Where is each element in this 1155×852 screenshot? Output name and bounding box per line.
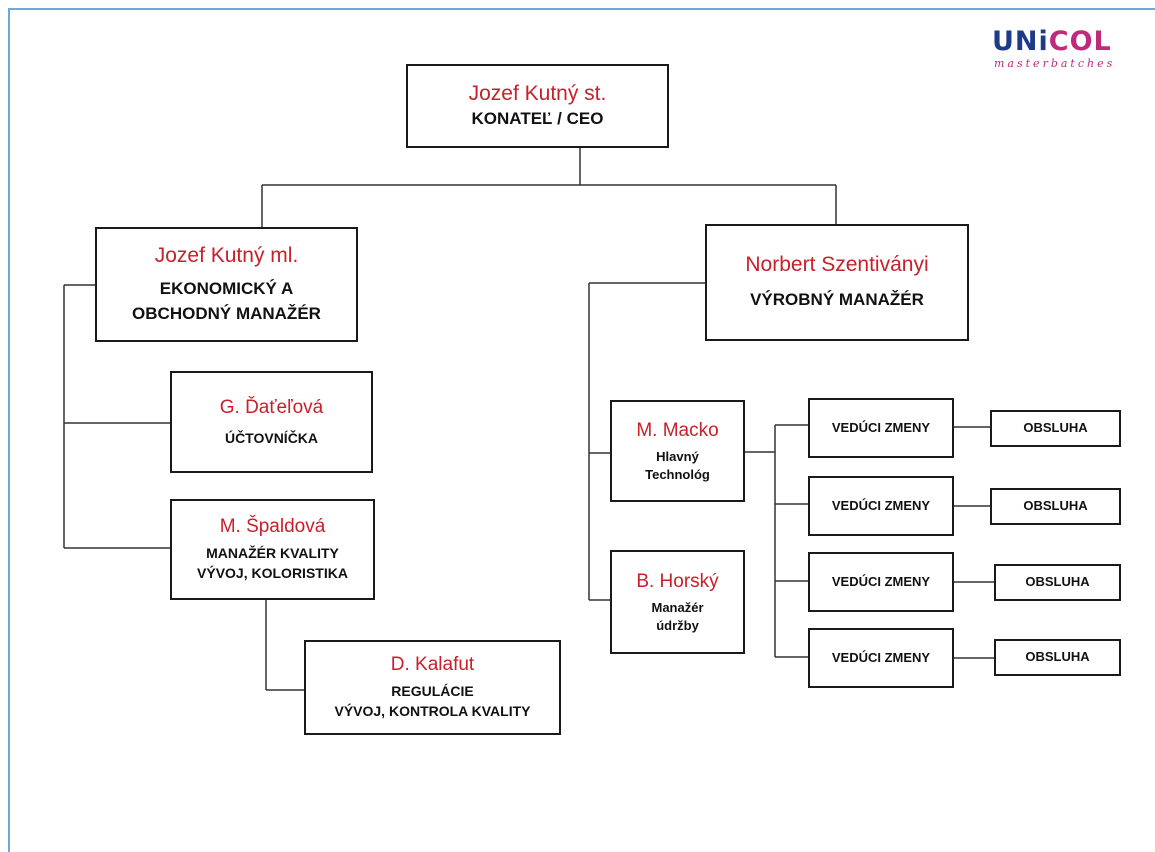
node-operator: OBSLUHA	[990, 488, 1121, 525]
node-economic-manager: Jozef Kutný ml. EKONOMICKÝ A OBCHODNÝ MA…	[95, 227, 358, 342]
node-role: VEDÚCI ZMENY	[831, 497, 931, 513]
logo-wordmark: UNiCOL	[992, 27, 1144, 57]
logo-main-text: UNi	[992, 26, 1049, 57]
node-role: ÚČTOVNÍČKA	[224, 429, 319, 446]
node-role-line2: OBCHODNÝ MANAŽÉR	[132, 303, 321, 323]
node-role-line1: Manažér	[651, 600, 704, 616]
node-name: G. Ďaťeľová	[219, 396, 324, 418]
node-role-line2: Technológ	[645, 466, 710, 482]
node-operator: OBSLUHA	[994, 564, 1121, 601]
node-role: OBSLUHA	[1023, 420, 1088, 436]
node-role-line1: MANAŽÉR KVALITY	[206, 545, 339, 562]
node-maintenance-manager: B. Horský Manažér údržby	[610, 550, 745, 654]
node-role-line1: REGULÁCIE	[391, 683, 474, 700]
node-role: OBSLUHA	[1025, 649, 1090, 665]
node-role: OBSLUHA	[1025, 574, 1090, 590]
company-logo: UNiCOL masterbatches	[992, 27, 1144, 75]
logo-tagline: masterbatches	[994, 57, 1116, 70]
node-role-line2: VÝVOJ, KOLORISTIKA	[197, 565, 348, 582]
node-ceo: Jozef Kutný st. KONATEĽ / CEO	[406, 64, 669, 148]
node-name: M. Špaldová	[219, 516, 326, 538]
node-chief-technologist: M. Macko Hlavný Technológ	[610, 400, 745, 502]
node-role: VEDÚCI ZMENY	[831, 419, 931, 435]
node-role-line2: VÝVOJ, KONTROLA KVALITY	[334, 703, 531, 720]
node-role: VEDÚCI ZMENY	[831, 649, 931, 665]
node-name: D. Kalafut	[390, 654, 475, 676]
node-name: Norbert Szentiványi	[745, 253, 929, 277]
node-role: OBSLUHA	[1023, 498, 1088, 514]
node-operator: OBSLUHA	[994, 639, 1121, 676]
node-role-line1: Hlavný	[656, 449, 699, 465]
node-shift-lead: VEDÚCI ZMENY	[808, 476, 954, 536]
node-shift-lead: VEDÚCI ZMENY	[808, 628, 954, 688]
node-role-line2: údržby	[656, 617, 699, 633]
node-production-manager: Norbert Szentiványi VÝROBNÝ MANAŽÉR	[705, 224, 969, 341]
node-shift-lead: VEDÚCI ZMENY	[808, 552, 954, 612]
node-regulation: D. Kalafut REGULÁCIE VÝVOJ, KONTROLA KVA…	[304, 640, 561, 735]
node-accountant: G. Ďaťeľová ÚČTOVNÍČKA	[170, 371, 373, 473]
logo-accent-text: COL	[1048, 26, 1112, 57]
node-role: VÝROBNÝ MANAŽÉR	[750, 290, 924, 310]
node-name: Jozef Kutný ml.	[154, 243, 299, 267]
node-name: Jozef Kutný st.	[468, 81, 607, 105]
node-name: B. Horský	[636, 570, 719, 592]
node-quality-manager: M. Špaldová MANAŽÉR KVALITY VÝVOJ, KOLOR…	[170, 499, 375, 600]
node-role: KONATEĽ / CEO	[471, 108, 604, 128]
node-role: VEDÚCI ZMENY	[831, 573, 931, 589]
node-role-line1: EKONOMICKÝ A	[159, 278, 294, 298]
node-name: M. Macko	[636, 419, 719, 441]
node-shift-lead: VEDÚCI ZMENY	[808, 398, 954, 458]
page-frame	[8, 8, 1155, 852]
node-operator: OBSLUHA	[990, 410, 1121, 447]
